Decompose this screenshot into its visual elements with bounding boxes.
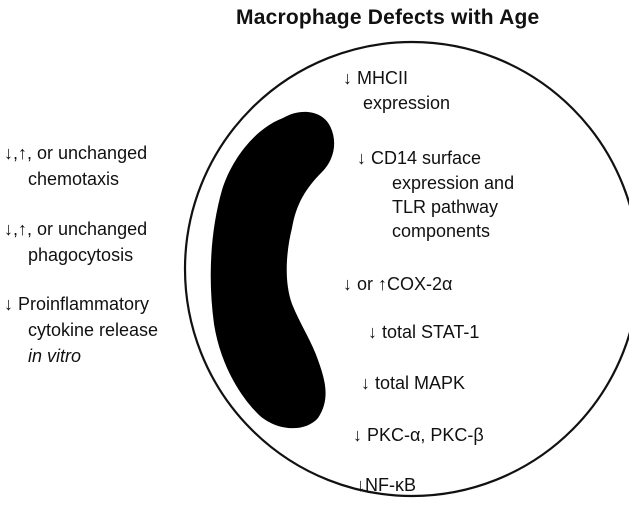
chemotaxis-line-1: ↓,↑, or unchanged — [4, 143, 148, 163]
nucleus-shape — [210, 111, 335, 429]
cd14-line-3: TLR pathway — [392, 197, 499, 217]
pkc-label: ↓ PKC-α, PKC-β — [353, 425, 484, 445]
cytokine-line-3: in vitro — [28, 346, 82, 366]
chemotaxis-line-2: chemotaxis — [28, 169, 120, 189]
cox2-label: ↓ or ↑COX-2α — [343, 274, 453, 294]
cytokine-line-1: ↓ Proinflammatory — [4, 294, 150, 314]
mhcii-line-1: ↓ MHCII — [343, 68, 408, 88]
mapk-label: ↓ total MAPK — [361, 373, 466, 393]
stat1-label: ↓ total STAT-1 — [368, 322, 480, 342]
cd14-line-4: components — [392, 221, 491, 241]
phagocytosis-line-2: phagocytosis — [28, 245, 134, 265]
cd14-line-2: expression and — [392, 173, 515, 193]
cd14-line-1: ↓ CD14 surface — [357, 148, 482, 168]
cell-membrane-circle — [183, 40, 629, 498]
nfkb-label: ↓NF-κB — [356, 475, 416, 495]
mhcii-line-2: expression — [363, 93, 451, 113]
phagocytosis-line-1: ↓,↑, or unchanged — [4, 219, 148, 239]
cytokine-line-2: cytokine release — [28, 320, 159, 340]
diagram-title: Macrophage Defects with Age — [236, 6, 540, 29]
